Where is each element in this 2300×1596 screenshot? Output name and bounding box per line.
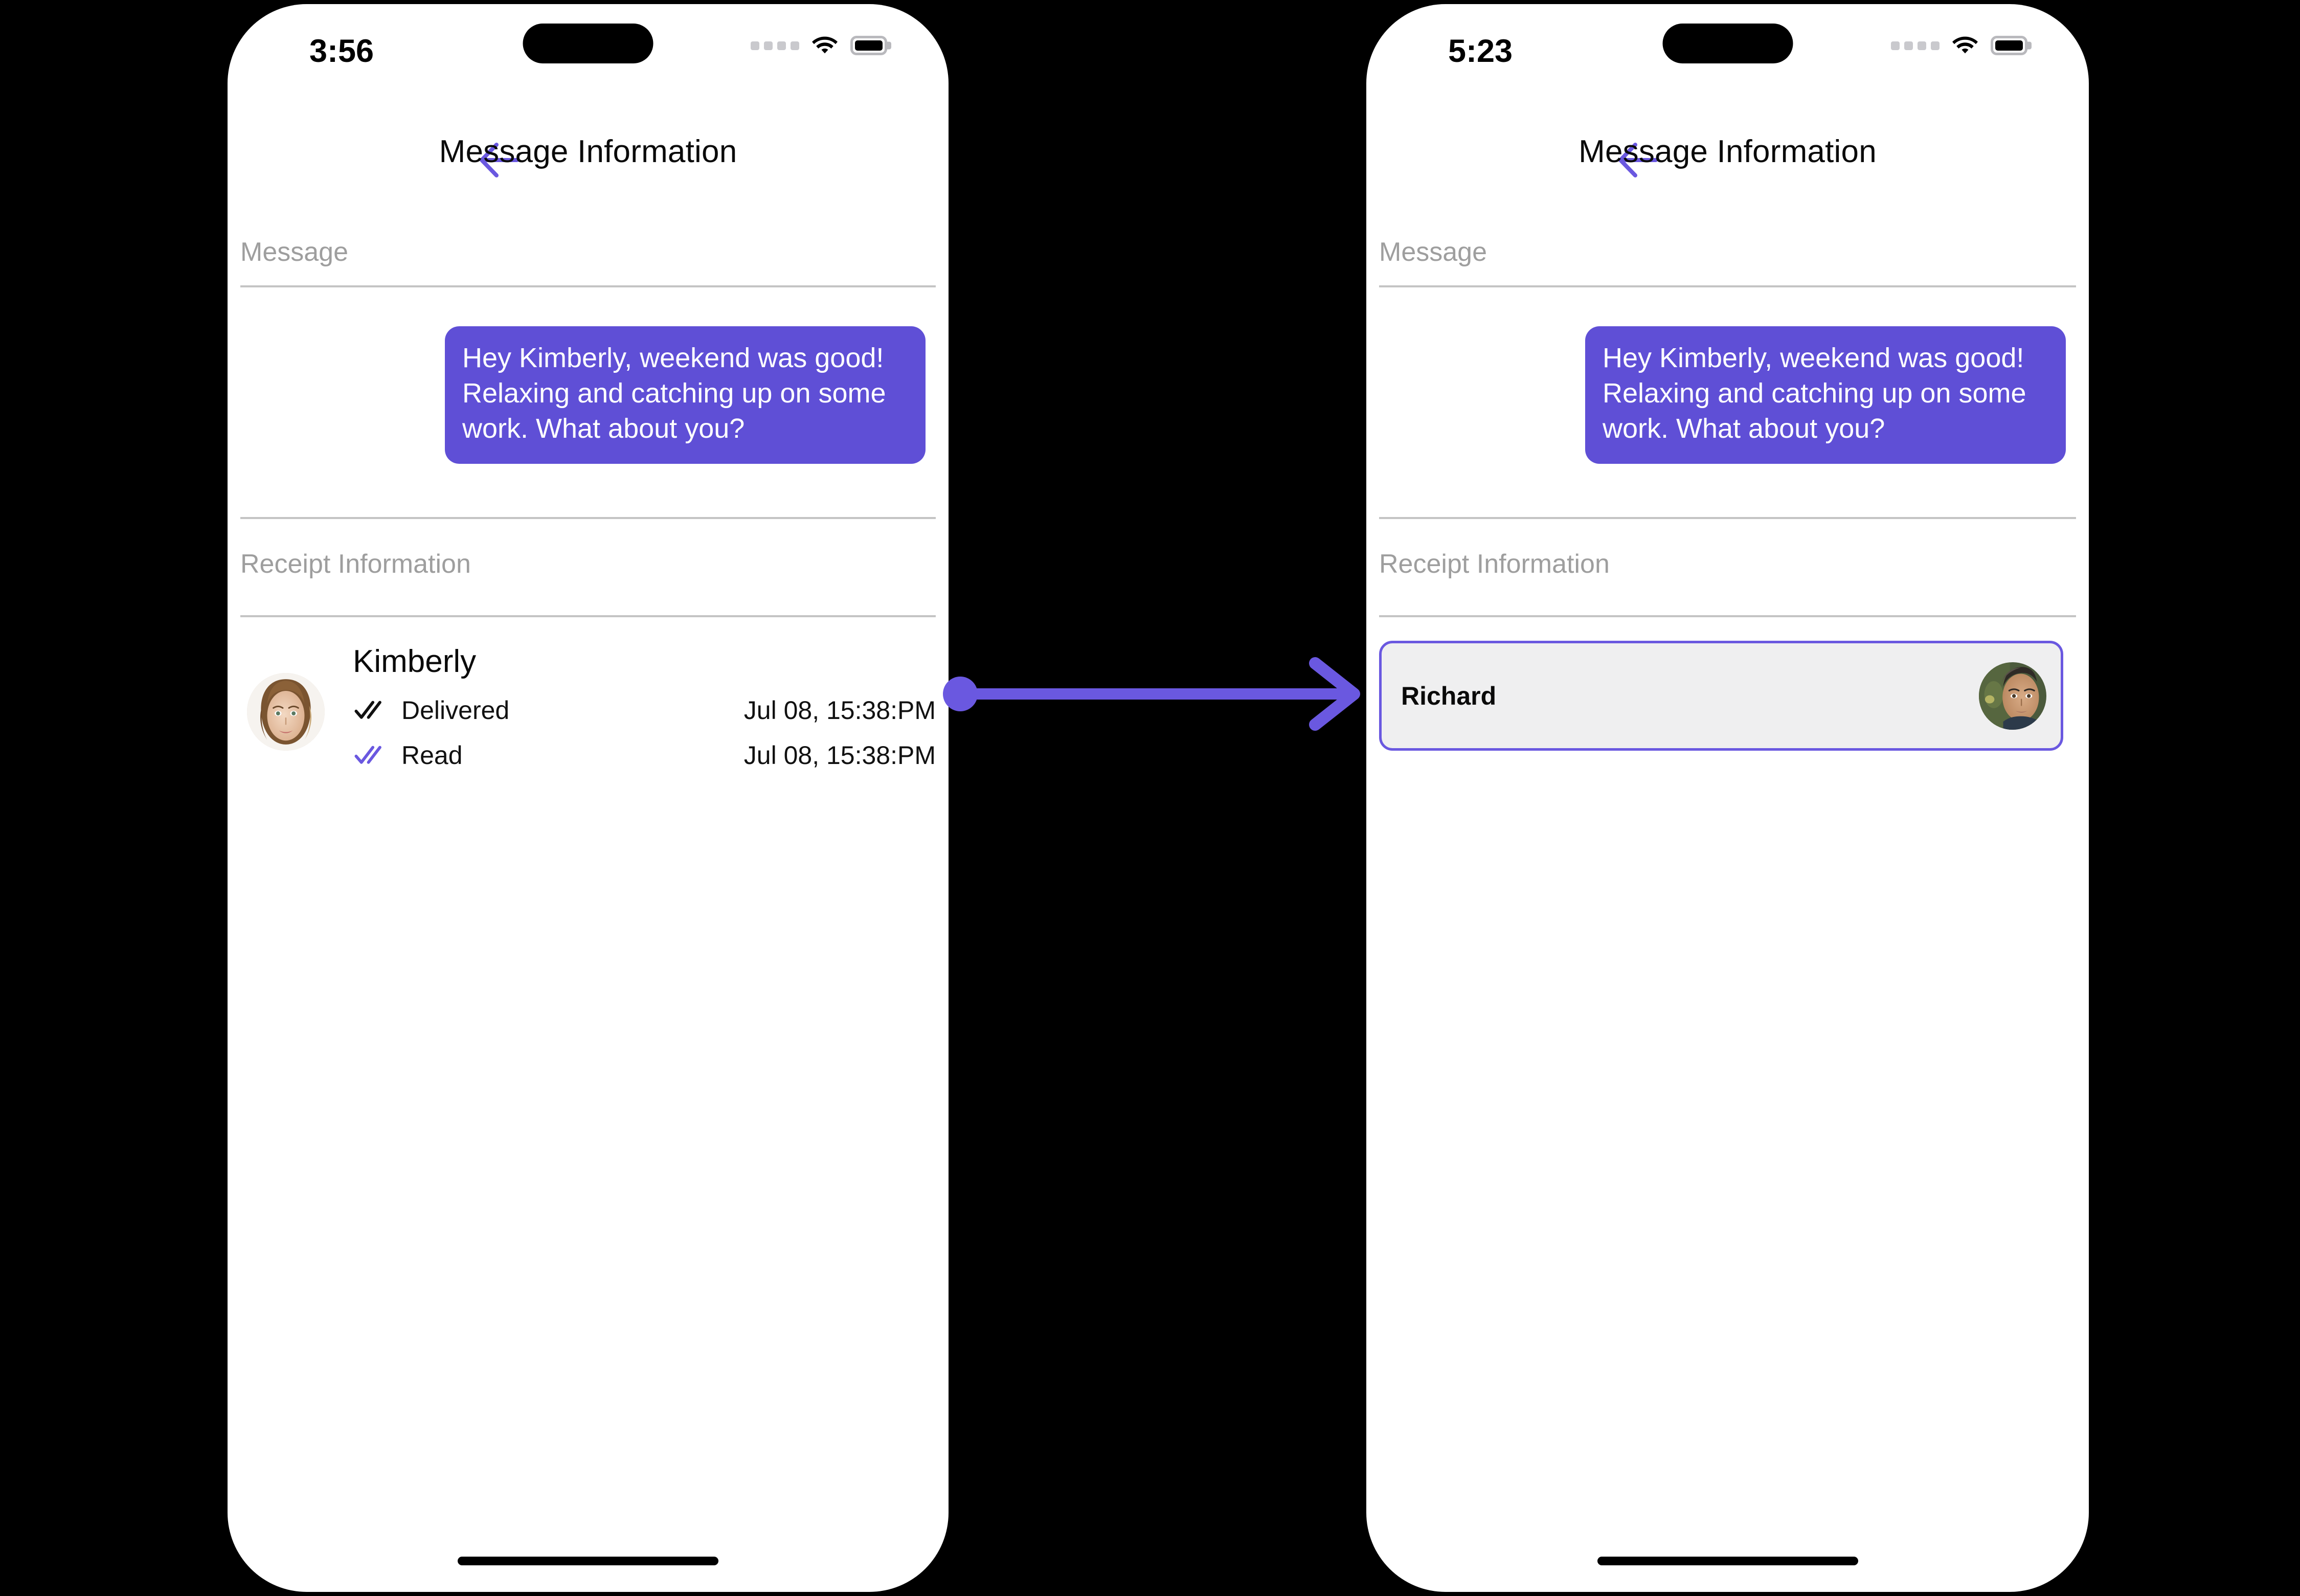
home-indicator <box>1597 1557 1858 1565</box>
divider-receipt <box>1379 615 2076 617</box>
divider-message <box>240 285 936 287</box>
double-check-delivered-icon <box>354 701 381 719</box>
message-bubble: Hey Kimberly, weekend was good! Relaxing… <box>445 326 926 464</box>
double-check-read-icon <box>354 746 381 764</box>
phone-screen-before: 3:56 Message Information Message Hey Kim… <box>228 4 949 1592</box>
contact-card-richard[interactable]: Richard <box>1379 641 2063 751</box>
arrow-head <box>1309 657 1360 731</box>
wifi-icon <box>1952 36 1978 54</box>
divider-receipt <box>240 615 936 617</box>
status-time: 3:56 <box>309 33 374 69</box>
battery-full-icon <box>850 36 887 55</box>
wifi-icon <box>812 36 838 54</box>
section-label-message: Message <box>1379 237 1487 267</box>
page-title: Message Information <box>1579 134 1877 169</box>
section-label-receipt: Receipt Information <box>240 549 471 579</box>
receipt-status-label: Delivered <box>401 696 510 725</box>
nav-bar: Message Information <box>1366 124 2089 196</box>
section-label-receipt: Receipt Information <box>1379 549 1610 579</box>
status-bar: 5:23 <box>1366 4 2089 94</box>
receipt-timestamp-read: Jul 08, 15:38:PM <box>743 741 936 770</box>
receipt-row-delivered: Delivered <box>354 695 509 725</box>
divider-above-receipt <box>240 517 936 519</box>
page-title: Message Information <box>439 134 737 169</box>
receipt-row-read: Read <box>354 740 463 770</box>
divider-message <box>1379 285 2076 287</box>
back-arrow-icon[interactable] <box>477 141 523 179</box>
avatar-kimberly <box>247 673 325 751</box>
status-indicators <box>751 35 887 56</box>
receipt-contact-name: Kimberly <box>353 644 477 679</box>
nav-bar: Message Information <box>228 124 949 196</box>
divider-above-receipt <box>1379 517 2076 519</box>
receipt-timestamp-delivered: Jul 08, 15:38:PM <box>743 696 936 725</box>
status-bar: 3:56 <box>228 4 949 94</box>
signal-dots-icon <box>1891 41 1940 50</box>
message-bubble: Hey Kimberly, weekend was good! Relaxing… <box>1585 326 2066 464</box>
status-indicators <box>1891 35 2027 56</box>
section-label-message: Message <box>240 237 348 267</box>
avatar-richard <box>1979 662 2046 730</box>
dynamic-island <box>1662 24 1793 63</box>
dynamic-island <box>523 24 653 63</box>
receipt-status-label: Read <box>401 741 463 770</box>
signal-dots-icon <box>751 41 799 50</box>
status-time: 5:23 <box>1448 33 1513 69</box>
annotation-arrow <box>943 657 1360 731</box>
back-arrow-icon[interactable] <box>1616 141 1662 179</box>
contact-card-name: Richard <box>1401 681 1497 710</box>
phone-screen-after: 5:23 Message Information Message Hey Kim… <box>1366 4 2089 1592</box>
home-indicator <box>458 1557 718 1565</box>
battery-full-icon <box>1991 36 2027 55</box>
